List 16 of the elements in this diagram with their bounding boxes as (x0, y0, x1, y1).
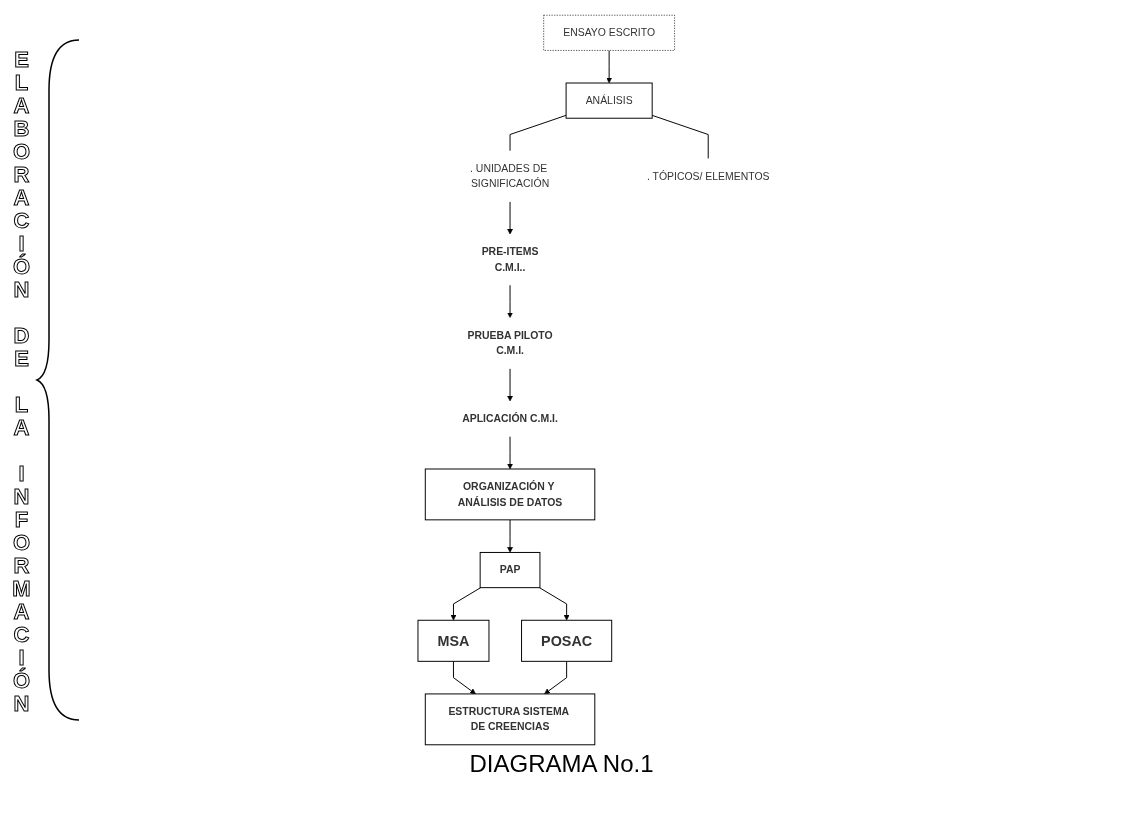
vertical-heading: ELABORACIÓN DE LA INFORMACIÓN (8, 46, 34, 714)
node-box: ESTRUCTURA SISTEMA DE CREENCIAS (424, 693, 596, 746)
node-box: POSAC (521, 619, 613, 662)
node-text: PRE-ITEMS C.M.I.. (481, 246, 539, 273)
connector (509, 114, 567, 152)
node-box: MSA (417, 619, 490, 662)
node-text: . TÓPICOS/ ELEMENTOS (646, 170, 770, 182)
node-text: APLICACIÓN C.M.I. (462, 412, 558, 425)
node-box: ENSAYO ESCRITO (543, 14, 675, 51)
node-text: . UNIDADES DE SIGNIFICACIÓN (470, 162, 550, 190)
node-text: PRUEBA PILOTO C.M.I. (467, 329, 553, 357)
node-box: ORGANIZACIÓN Y ANÁLISIS DE DATOS (424, 468, 596, 521)
node-box: PAP (479, 551, 541, 589)
connector (651, 114, 709, 160)
caption: DIAGRAMA No.1 (468, 750, 655, 778)
node-box: ANÁLISIS (565, 82, 653, 119)
